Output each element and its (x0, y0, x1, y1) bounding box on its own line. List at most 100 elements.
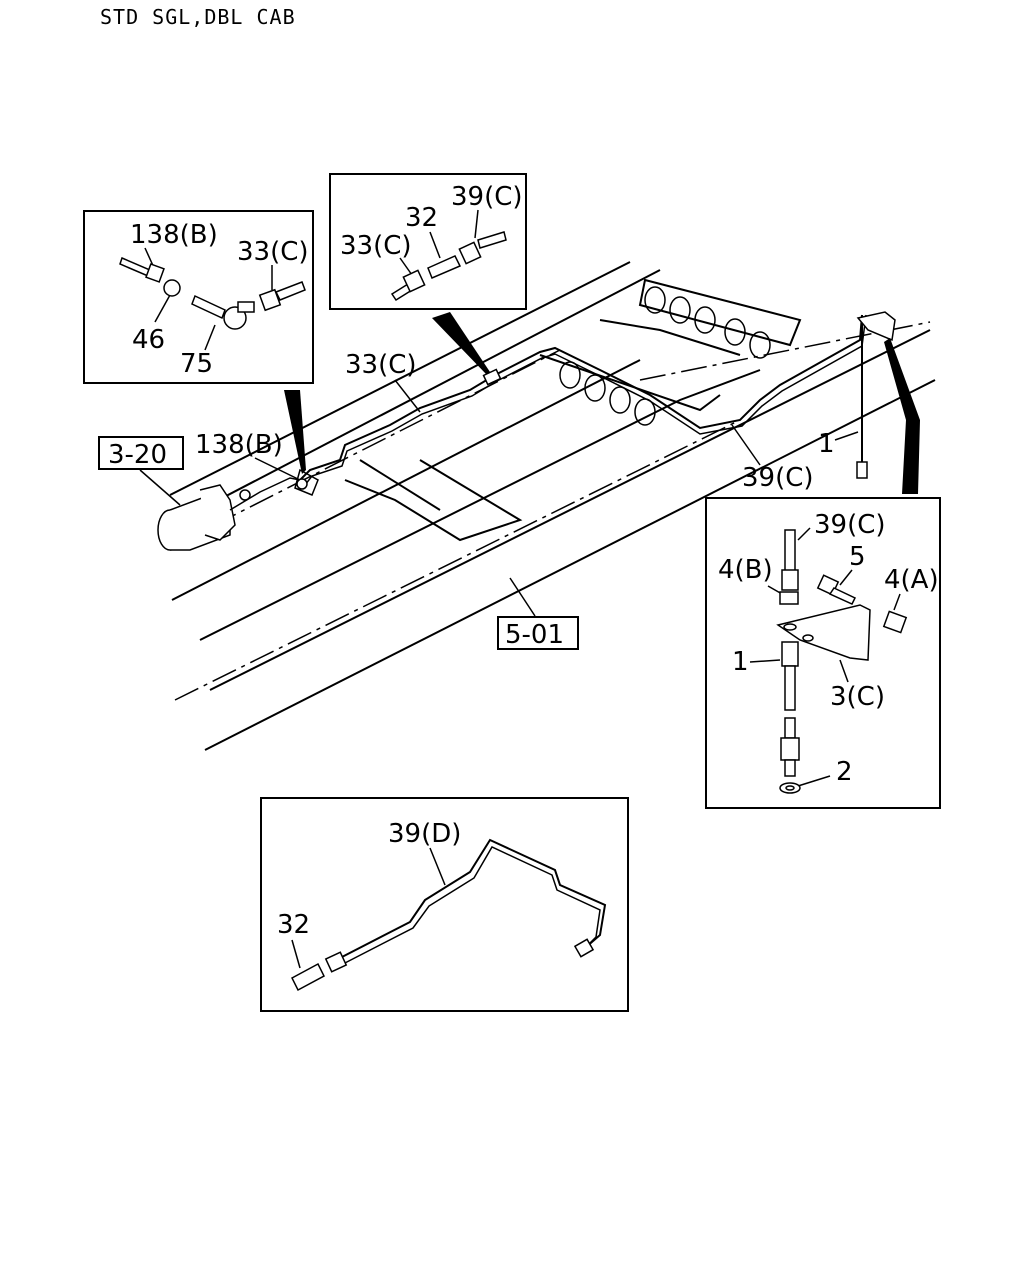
inset-bottom-label-32: 32 (277, 910, 310, 940)
washer-2 (779, 782, 801, 794)
cross-member-far (638, 278, 802, 347)
leader (429, 847, 446, 886)
cross-member-mid-top (599, 319, 741, 356)
right-rail-bottom-edge (204, 379, 936, 751)
pointer-top-inset (432, 312, 490, 374)
inset-top-label-39c: 39(C) (451, 182, 523, 212)
inset-left-label-75: 75 (180, 349, 213, 379)
chassis-frame (169, 261, 936, 751)
leader (429, 231, 441, 259)
leader (291, 939, 301, 969)
pipe-39d (339, 838, 607, 959)
brake-chamber-pushrod (229, 477, 301, 511)
brake-pipe-39c-edge (304, 314, 867, 486)
leader (797, 775, 831, 787)
washer-2-hole (785, 785, 795, 791)
leader-138b-main (254, 457, 301, 481)
inset-top-frame (329, 173, 527, 310)
clip-138b (294, 468, 319, 496)
inset-right-label-3c: 3(C) (830, 682, 885, 712)
chamber-fitting (239, 489, 251, 501)
frame-hole (749, 331, 771, 359)
inset-top: 32 39(C) 33(C) (329, 173, 527, 310)
pipe-39c-right (784, 529, 796, 573)
label-39c-main: 39(C) (742, 463, 814, 493)
inset-left-label-138b: 138(B) (130, 220, 218, 250)
hose-1-end (856, 461, 868, 479)
leader (399, 257, 413, 276)
pointer-left-inset (284, 390, 306, 474)
hose-1-fitting-top (781, 641, 799, 667)
frame-hole (584, 374, 606, 402)
pipe-33c-inset (274, 281, 306, 301)
inset-right: 39(C) 4(B) 5 4(A) 1 3(C) 2 (705, 497, 941, 809)
nut-4a (882, 610, 908, 634)
fitting-39c-right (781, 569, 799, 591)
leader-ref-3-20 (139, 469, 181, 506)
leader (204, 324, 216, 351)
ref-box-5-01 (497, 616, 579, 650)
fitting-33c-inset (258, 288, 282, 312)
leader-1-main (834, 431, 859, 441)
leader (797, 527, 811, 541)
left-rail-bottom-edge (171, 359, 641, 601)
inset-bottom-label-39d: 39(D) (388, 819, 461, 849)
brake-chamber-clamp (199, 484, 236, 541)
ref-box-3-20 (98, 436, 184, 470)
inset-right-label-39c: 39(C) (814, 510, 886, 540)
cross-member-near-edge (359, 459, 441, 511)
inset-right-label-2: 2 (836, 757, 853, 787)
bolt-138b (119, 256, 151, 278)
leader (839, 569, 853, 586)
inset-left: 138(B) 33(C) 46 75 (83, 210, 314, 384)
brake-line-assembly (157, 311, 896, 551)
pipe-39d-end-fitting (573, 938, 595, 958)
inset-left-label-46: 46 (132, 325, 165, 355)
label-1-main: 1 (818, 429, 835, 459)
frame-hole (669, 296, 691, 324)
bracket-hole (802, 634, 814, 642)
bracket-3c-detail (776, 604, 871, 661)
nut-4b (779, 591, 799, 605)
inset-right-frame (705, 497, 941, 809)
pipe-39d-start-fitting (324, 951, 348, 973)
inset-left-frame (83, 210, 314, 384)
left-rail-top-edge (169, 261, 631, 496)
ref-5-01: 5-01 (505, 620, 564, 650)
inset-right-label-4a: 4(A) (884, 565, 939, 595)
brake-pipe-39c (299, 314, 863, 481)
fitting-39c-top (458, 241, 482, 265)
leader (749, 659, 781, 663)
right-rail-mid-edge (209, 329, 931, 691)
ref-3-20: 3-20 (108, 440, 167, 470)
inset-right-label-1: 1 (732, 647, 749, 677)
leader-39c-main (731, 424, 761, 466)
label-138b-main: 138(B) (195, 430, 283, 460)
pipe-39d-edge (342, 846, 601, 965)
frame-hole (609, 386, 631, 414)
banjo-bolt-75 (191, 294, 226, 320)
right-rail-dash-2 (639, 321, 931, 381)
inset-left-label-33c: 33(C) (237, 237, 309, 267)
nut-46 (163, 279, 181, 297)
hose-1-thread (784, 759, 796, 777)
leader-33c-main (394, 379, 421, 413)
leader (474, 209, 479, 239)
bolt-5-shank (828, 587, 857, 605)
fitting-33c (482, 368, 502, 386)
inset-right-label-5: 5 (849, 542, 866, 572)
pipe-39c-top (477, 231, 507, 249)
frame-hole (724, 318, 746, 346)
bracket-3c (856, 311, 896, 342)
fitting-138b (296, 478, 308, 490)
leader (893, 593, 901, 611)
inset-right-label-4b: 4(B) (718, 555, 773, 585)
leader-ref-5-01 (509, 577, 536, 617)
hose-1-lower (784, 717, 796, 739)
inset-top-label-33c: 33(C) (340, 231, 412, 261)
cross-member-near (344, 459, 523, 542)
fitting-33c-top (402, 269, 426, 293)
label-33c-main: 33(C) (345, 350, 417, 380)
inset-bottom: 39(D) 32 (260, 797, 629, 1012)
